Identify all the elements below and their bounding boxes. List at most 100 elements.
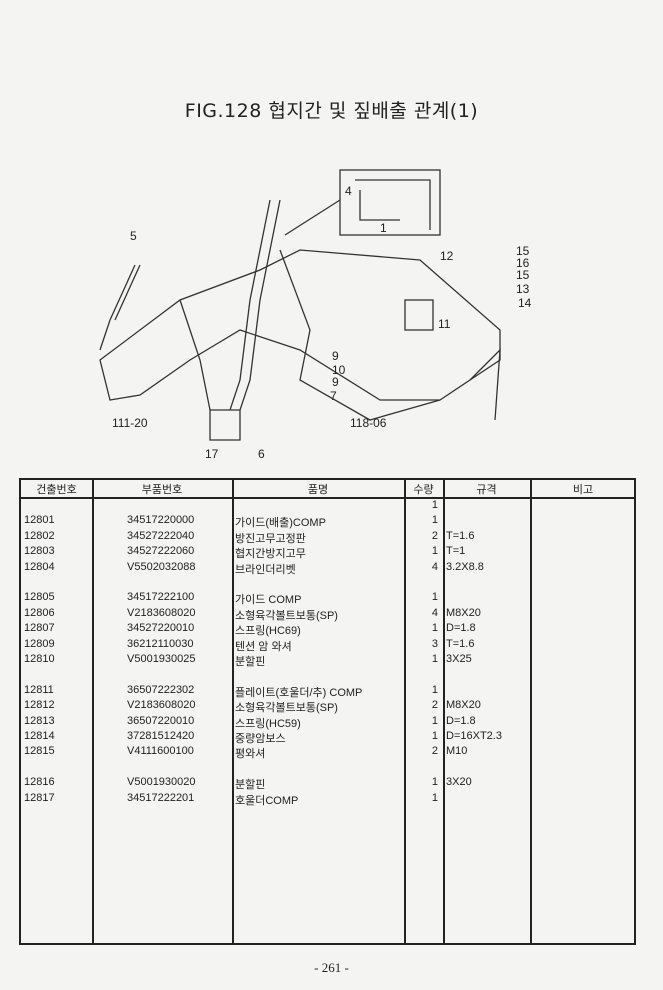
callout-label: 11	[438, 317, 451, 331]
spec: D=1.8	[446, 714, 476, 727]
callout-label: 13	[516, 282, 530, 296]
column-divider	[530, 480, 532, 943]
part-name: 협지간방지고무	[235, 548, 306, 561]
table-row: 12809 36212110030 텐션 암 와셔 3 T=1.6	[21, 638, 634, 653]
quantity: 1	[431, 776, 438, 789]
ref-no: 12804	[24, 560, 55, 573]
part-no: V2183608020	[127, 606, 196, 619]
callout-label: 15	[516, 268, 530, 282]
table-row: 12815 V4111600100 평와셔 2 M10	[21, 745, 634, 760]
part-no: V5001930020	[127, 776, 196, 789]
ref-no: 12801	[24, 514, 55, 527]
part-no: 34517220000	[127, 514, 195, 527]
part-no: V4111600100	[127, 745, 194, 758]
quantity: 2	[431, 699, 438, 712]
part-name: 중량암보스	[235, 733, 286, 745]
ref-no: 12816	[24, 776, 55, 789]
callout-label: 5	[130, 229, 137, 243]
spec: T=1	[446, 545, 466, 558]
spec: 3.2X8.8	[446, 560, 484, 573]
ref-no: 12813	[24, 714, 55, 727]
table-row: 12804 V5502032088 브라인더리벳 4 3.2X8.8	[21, 561, 634, 576]
spec: T=1.6	[446, 529, 475, 542]
quantity: 2	[431, 529, 438, 542]
part-name: 소형육각볼트보통(SP)	[235, 609, 338, 622]
column-divider	[92, 480, 94, 943]
ref-no: 12811	[24, 683, 54, 696]
table-row: 12806 V2183608020 소형육각볼트보통(SP) 4 M8X20	[21, 607, 634, 622]
column-divider	[443, 480, 445, 943]
table-row: 12814 37281512420 중량암보스 1 D=16XT2.3	[21, 730, 634, 745]
table-row: 12802 34527222040 방진고무고정판 2 T=1.6	[21, 530, 634, 545]
part-name: 가이드(배출)COMP	[235, 517, 326, 530]
table-row: 12816 V5001930020 분할핀 1 3X20	[21, 776, 634, 791]
table-row: 12817 34517222201 호울더COMP 1	[21, 792, 634, 807]
callout-label: 15	[516, 244, 530, 258]
part-no: V2183608020	[127, 699, 196, 712]
quantity: 1	[431, 499, 438, 511]
header-qty: 수량	[413, 483, 434, 496]
callout-label: 6	[258, 447, 265, 461]
ref-no: 12802	[24, 529, 55, 542]
callout-label: 1	[380, 221, 387, 235]
quantity: 1	[431, 730, 438, 742]
table-row	[21, 761, 634, 776]
ref-no: 12809	[24, 637, 55, 650]
spec: 3X20	[446, 776, 472, 789]
part-name: 플레이트(호울더/추) COMP	[235, 686, 363, 699]
column-divider	[404, 480, 406, 943]
header-spec: 규격	[476, 483, 497, 496]
quantity: 1	[431, 653, 438, 665]
spec: D=16XT2.3	[446, 730, 502, 742]
spec: M10	[446, 745, 468, 758]
callout-label: 14	[518, 296, 532, 310]
part-name: 소형육각볼트보통(SP)	[235, 702, 338, 715]
part-no: 34527220010	[127, 622, 195, 635]
spec: M8X20	[446, 699, 481, 712]
page-number: - 261 -	[314, 960, 349, 975]
table-row: 12811 36507222302 플레이트(호울더/추) COMP 1	[21, 684, 634, 699]
callout-label: 118-06	[350, 416, 387, 430]
ref-no: 12814	[24, 730, 55, 742]
part-name: 가이드 COMP	[235, 594, 302, 607]
quantity: 4	[431, 560, 438, 573]
quantity: 1	[431, 714, 438, 727]
header-part-no: 부품번호	[141, 483, 183, 496]
ref-no: 12815	[24, 745, 55, 758]
part-name: 스프링(HC69)	[235, 625, 301, 638]
quantity: 1	[431, 622, 438, 635]
table-row: 12812 V2183608020 소형육각볼트보통(SP) 2 M8X20	[21, 699, 634, 714]
part-no: 34517222100	[127, 591, 195, 604]
quantity: 1	[431, 791, 438, 804]
table-row: 12805 34517222100 가이드 COMP 1	[21, 591, 634, 606]
part-no: 36507222302	[127, 683, 195, 696]
spec: 3X25	[446, 653, 472, 665]
table-row: 12801 34517220000 가이드(배출)COMP 1	[21, 514, 634, 529]
table-row	[21, 668, 634, 683]
part-no: 34527222040	[127, 529, 195, 542]
ref-no: 12803	[24, 545, 55, 558]
table-row: 1	[21, 499, 634, 514]
table-header: 건출번호 부품번호 품명 수량 규격 비고	[21, 480, 634, 499]
part-no: 34527222060	[127, 545, 195, 558]
table-row: 12813 36507220010 스프링(HC59) 1 D=1.8	[21, 715, 634, 730]
ref-no: 12812	[24, 699, 55, 712]
parts-table: 건출번호 부품번호 품명 수량 규격 비고 1 12801 3451722000…	[19, 478, 636, 945]
quantity: 1	[431, 591, 438, 604]
part-no: V5001930025	[127, 653, 196, 665]
spec: T=1.6	[446, 637, 475, 650]
callout-label: 7	[330, 389, 337, 403]
figure-title: FIG.128 협지간 및 짚배출 관계(1)	[184, 100, 479, 122]
header-remarks: 비고	[572, 483, 594, 496]
part-name: 평와셔	[235, 748, 266, 761]
callout-label: 9	[332, 349, 339, 363]
part-name: 분할핀	[235, 779, 266, 792]
quantity: 1	[431, 545, 438, 558]
quantity: 3	[431, 637, 438, 650]
table-row: 12803 34527222060 협지간방지고무 1 T=1	[21, 545, 634, 560]
ref-no: 12807	[24, 622, 55, 635]
spec: D=1.8	[446, 622, 476, 635]
quantity: 1	[431, 683, 438, 696]
ref-no: 12817	[24, 791, 55, 804]
callout-label: 111-20	[112, 416, 148, 430]
